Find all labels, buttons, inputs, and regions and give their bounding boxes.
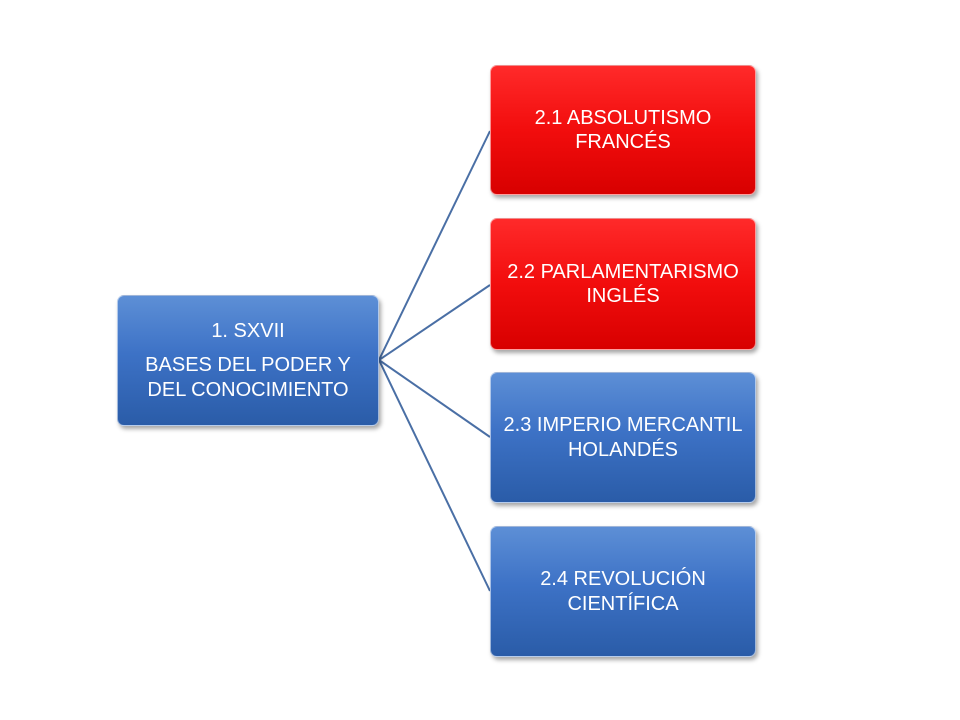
child-node-absolutismo: 2.1 ABSOLUTISMO FRANCÉS (490, 65, 756, 195)
connector-line-1 (378, 130, 491, 361)
connector-line-2 (378, 284, 491, 361)
root-node-subtitle: BASES DEL PODER Y DEL CONOCIMIENTO (145, 354, 351, 401)
connector-line-4 (378, 359, 491, 592)
child-node-label: 2.3 IMPERIO MERCANTIL HOLANDÉS (503, 414, 743, 461)
child-node-label: 2.2 PARLAMENTARISMO INGLÉS (507, 260, 739, 307)
connector-line-3 (378, 359, 491, 438)
root-node: 1. SXVII BASES DEL PODER Y DEL CONOCIMIE… (117, 295, 379, 426)
child-node-imperio: 2.3 IMPERIO MERCANTIL HOLANDÉS (490, 372, 756, 503)
child-node-label: 2.4 REVOLUCIÓN CIENTÍFICA (540, 568, 706, 615)
child-node-label: 2.1 ABSOLUTISMO FRANCÉS (534, 106, 712, 153)
root-node-title: 1. SXVII (211, 319, 285, 342)
child-node-parlamentarismo: 2.2 PARLAMENTARISMO INGLÉS (490, 218, 756, 350)
child-node-revolucion: 2.4 REVOLUCIÓN CIENTÍFICA (490, 526, 756, 657)
